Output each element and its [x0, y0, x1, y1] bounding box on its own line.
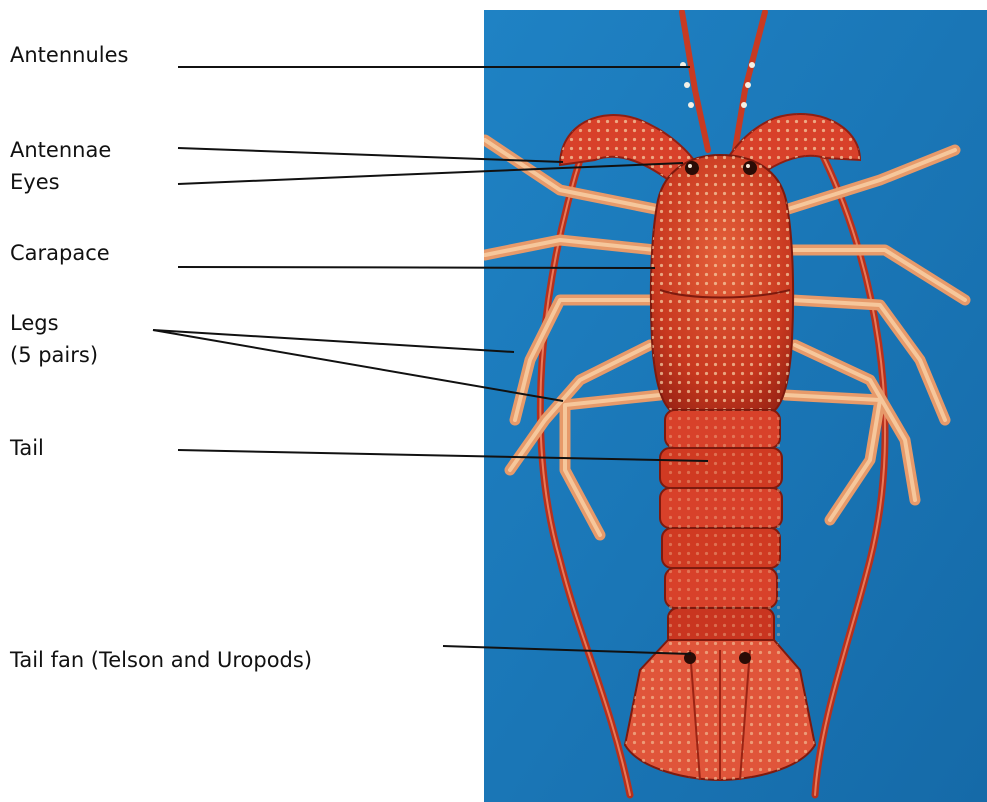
leader-line-tail [178, 450, 708, 461]
leader-line-eyes [178, 163, 683, 184]
leader-line-antennae [178, 148, 563, 162]
leader-line-legs-2 [153, 330, 563, 401]
leader-line-tail-fan [443, 646, 691, 654]
leader-line-legs-1 [153, 330, 514, 352]
leader-line-carapace [178, 267, 655, 268]
